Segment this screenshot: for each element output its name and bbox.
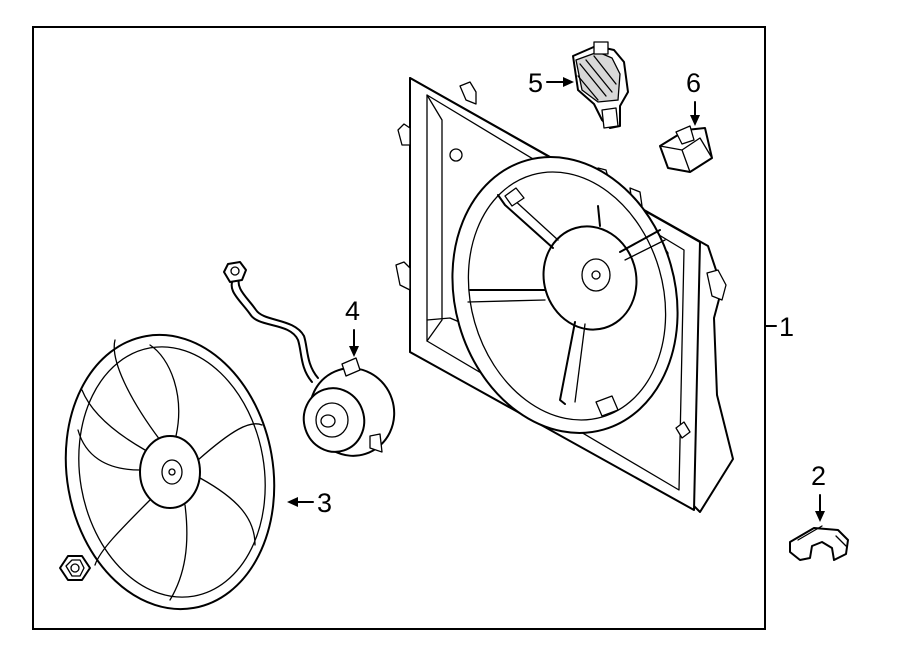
hex-nut-icon [59,555,91,581]
callout-5: 5 [528,68,574,98]
callout-label-6: 6 [686,68,701,98]
callout-2: 2 [811,461,826,522]
diagram-frame [32,26,766,630]
callout-label-4: 4 [345,296,360,326]
fan-blade-icon [64,333,276,611]
fan-motor-icon [223,261,396,457]
callout-4: 4 [345,296,360,357]
retaining-clip-icon [789,525,849,561]
callout-1: 1 [765,312,794,342]
callout-label-1: 1 [779,312,794,342]
callout-label-5: 5 [528,68,543,98]
fan-resistor-icon [572,41,629,129]
callout-3: 3 [287,488,332,518]
connector-icon [659,125,713,173]
callout-label-2: 2 [811,461,826,491]
callout-6: 6 [686,68,701,126]
fan-shroud-icon [395,77,734,513]
callout-label-3: 3 [317,488,332,518]
